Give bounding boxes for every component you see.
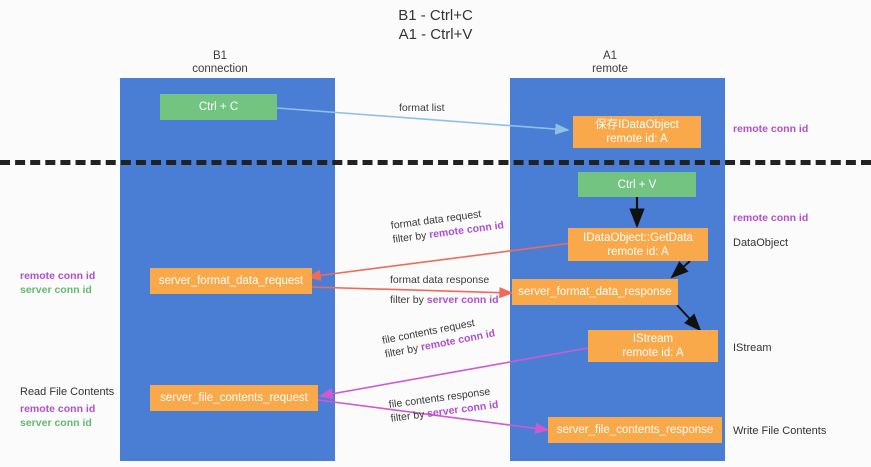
- node-server-format-data-request[interactable]: server_format_data_request: [150, 268, 312, 294]
- filter-prefix-2: filter by: [390, 294, 427, 306]
- node-istream-line2: remote id: A: [622, 347, 684, 359]
- filter-key-server-conn-id: server conn id: [426, 294, 499, 306]
- column-a1-role: remote: [592, 63, 628, 75]
- node-idataobject-getdata-line2: remote id: A: [607, 245, 669, 258]
- diagram-title: B1 - Ctrl+C A1 - Ctrl+V: [0, 6, 871, 44]
- annotation-left-remote-conn-id-2: remote conn id: [20, 403, 96, 415]
- column-a1-name: A1: [602, 50, 618, 62]
- node-idataobject-getdata-line1: IDataObject::GetData: [583, 231, 693, 244]
- column-b1-name: B1: [212, 50, 228, 62]
- node-ctrl-v-label: Ctrl + V: [617, 178, 657, 191]
- arrow-format-data-response: [309, 286, 514, 299]
- annotation-left-server-conn-id: server conn id: [20, 284, 92, 296]
- node-server-format-data-response-label: server_format_data_response: [518, 286, 672, 298]
- column-b1-role: connection: [192, 63, 248, 75]
- edge-label-format-data-response-line2: filter by server conn id: [390, 293, 499, 307]
- node-ctrl-c-label: Ctrl + C: [198, 101, 239, 113]
- title-line-2: A1 - Ctrl+V: [398, 26, 473, 43]
- arrow-response-to-istream: [676, 304, 702, 332]
- node-server-format-data-response[interactable]: server_format_data_response: [512, 279, 678, 305]
- node-server-file-contents-request-label: server_file_contents_request: [160, 392, 308, 404]
- edge-label-format-list: format list: [399, 102, 445, 114]
- node-idataobject-store[interactable]: 保存IDataObject remote id: A: [573, 116, 701, 148]
- annotation-left-remote-conn-id: remote conn id: [20, 270, 96, 282]
- node-idataobject-getdata[interactable]: IDataObject::GetData remote id: A: [568, 228, 708, 261]
- column-header-a1: A1 remote: [520, 50, 700, 76]
- arrow-file-contents-response: [317, 399, 550, 434]
- column-header-b1: B1 connection: [130, 50, 310, 76]
- node-ctrl-v[interactable]: Ctrl + V: [578, 172, 696, 197]
- annotation-left-server-conn-id-2: server conn id: [20, 417, 92, 429]
- annotation-remote-conn-id-top: remote conn id: [733, 123, 809, 135]
- node-istream[interactable]: IStream remote id: A: [588, 330, 718, 362]
- annotation-remote-conn-id-mid: remote conn id: [733, 212, 809, 224]
- node-server-file-contents-response-label: server_file_contents_response: [556, 424, 714, 436]
- arrow-format-list: [276, 107, 570, 135]
- edge-label-format-data-response-line1: format data response: [390, 274, 490, 286]
- node-ctrl-c[interactable]: Ctrl + C: [160, 94, 277, 120]
- arrow-format-data-request: [306, 242, 573, 281]
- title-line-1: B1 - Ctrl+C: [398, 7, 473, 24]
- node-server-file-contents-request[interactable]: server_file_contents_request: [150, 385, 318, 411]
- phase-divider: [0, 160, 871, 165]
- arrow-file-contents-request: [318, 347, 589, 400]
- annotation-read-file-contents: Read File Contents: [20, 386, 115, 398]
- node-istream-line1: IStream: [632, 333, 674, 345]
- node-idataobject-store-line1: 保存IDataObject: [595, 119, 679, 131]
- node-idataobject-store-line2: remote id: A: [606, 133, 668, 145]
- edge-label-format-data-response: format data response filter by server co…: [390, 273, 499, 307]
- arrow-getdata-to-format-response: [670, 260, 691, 279]
- node-server-format-data-request-label: server_format_data_request: [158, 275, 304, 287]
- node-server-file-contents-response[interactable]: server_file_contents_response: [548, 417, 722, 443]
- annotation-dataobject: DataObject: [733, 237, 789, 249]
- annotation-write-file-contents: Write File Contents: [733, 425, 827, 437]
- annotation-istream: IStream: [733, 342, 772, 354]
